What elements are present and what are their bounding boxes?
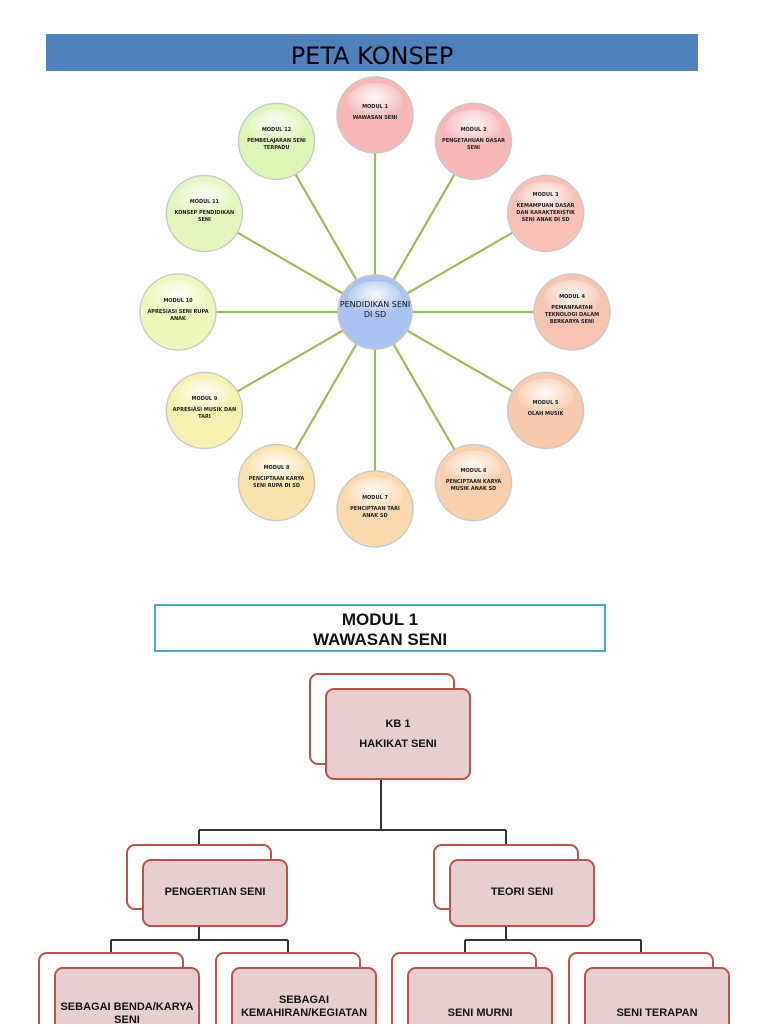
node-highlight <box>248 450 305 487</box>
node-highlight <box>517 181 574 218</box>
module-node-label: MODUL 1 WAWASAN SENI <box>343 104 407 122</box>
tree-connectors <box>110 779 642 955</box>
tree-root-line1: KB 1 <box>385 718 411 730</box>
center-highlight <box>348 281 402 315</box>
tree-root-label: KB 1 HAKIKAT SENI <box>326 718 470 751</box>
tree-leaf-seni-murni: SENI MURNI <box>447 1007 513 1019</box>
module-node-label: MODUL 5 OLAH MUSIK <box>514 400 578 418</box>
node-highlight <box>544 280 600 316</box>
module-node-number: MODUL 11 <box>189 199 220 206</box>
tree-root-line2: HAKIKAT SENI <box>359 738 437 750</box>
module-node-title: KONSEP PENDIDIKAN SENI <box>174 210 235 224</box>
node-highlight <box>176 378 233 415</box>
concept-map-nodes <box>139 76 611 548</box>
tree-leaf-seni-terapan: SENI TERAPAN <box>616 1007 698 1019</box>
module-node-label: MODUL 9 APRESIASI MUSIK DAN TARI <box>172 396 237 421</box>
tree-leaf-benda: SEBAGAI BENDA/KARYA SENI <box>60 1001 194 1026</box>
node-highlight <box>445 450 502 487</box>
module-node-label: MODUL 2 PENGETAHUAN DASAR SENI <box>442 127 506 152</box>
module-node-number: MODUL 7 <box>362 494 388 501</box>
module-node-number: MODUL 5 <box>532 399 559 406</box>
module-node-number: MODUL 4 <box>559 294 585 300</box>
node-highlight <box>347 83 403 119</box>
tree-boxes <box>38 673 730 1024</box>
module-node-title: PENCIPTAAN KARYA MUSIK ANAK SD <box>445 479 502 493</box>
node-highlight <box>248 109 305 146</box>
module-node-label: MODUL 8 PENCIPTAAN KARYA SENI RUPA DI SD <box>245 465 309 490</box>
node-highlight <box>517 378 574 415</box>
page-title: PETA KONSEP <box>46 34 698 71</box>
module-node-number: MODUL 8 <box>263 464 290 471</box>
module-node-title: WAWASAN SENI <box>352 115 398 122</box>
node-highlight <box>150 280 206 316</box>
module-node-label: MODUL 10 APRESIASI SENI RUPA ANAK <box>146 298 210 323</box>
module-node-title: APRESIASI SENI RUPA ANAK <box>147 308 209 322</box>
module-node-title: OLAH MUSIK <box>527 410 564 417</box>
tree-node-teori: TEORI SENI <box>490 886 554 898</box>
tree-node-pengertian: PENGERTIAN SENI <box>164 886 266 898</box>
module-node-title: PEMBELAJARAN SENI TERPADU <box>247 137 306 151</box>
module-node-label: MODUL 11 KONSEP PENDIDIKAN SENI <box>172 199 236 224</box>
module-heading-number: MODUL 1 <box>341 610 419 629</box>
module-node-number: MODUL 6 <box>460 468 487 475</box>
node-highlight <box>347 477 403 513</box>
tree-leaf-kemahiran: SEBAGAI KEMAHIRAN/KEGIATAN <box>240 994 368 1019</box>
center-node-label: PENDIDIKAN SENI DI SD <box>339 300 411 319</box>
module-node-label: MODUL 3 KEMAMPUAN DASAR DAN KARAKTERISTIK… <box>514 192 578 224</box>
module-node-number: MODUL 10 <box>163 297 193 304</box>
module-node-number: MODUL 3 <box>532 191 559 198</box>
module-node-label: MODUL 4 PEMANFAATAN TEKNOLOGI DALAM BERKA… <box>540 294 604 326</box>
module-node-number: MODUL 1 <box>362 104 388 111</box>
node-highlight <box>445 109 502 146</box>
module-heading-box: MODUL 1 WAWASAN SENI <box>154 604 606 652</box>
module-node-title: KEMAMPUAN DASAR DAN KARAKTERISTIK SENI A… <box>516 202 575 223</box>
module-node-label: MODUL 7 PENCIPTAAN TARI ANAK SD <box>343 495 407 520</box>
module-node-number: MODUL 2 <box>460 126 487 133</box>
module-heading-title: WAWASAN SENI <box>312 630 448 649</box>
module-node-label: MODUL 12 PEMBELAJARAN SENI TERPADU <box>245 127 309 152</box>
module-node-number: MODUL 9 <box>191 396 218 403</box>
module-node-title: PENCIPTAAN KARYA SENI RUPA DI SD <box>248 475 305 489</box>
node-highlight <box>176 181 233 218</box>
module-node-label: MODUL 6 PENCIPTAAN KARYA MUSIK ANAK SD <box>442 468 506 493</box>
module-node-title: PENGETAHUAN DASAR SENI <box>442 137 505 151</box>
module-node-title: PEMANFAATAN TEKNOLOGI DALAM BERKARYA SEN… <box>544 305 600 325</box>
module-node-number: MODUL 12 <box>261 126 292 133</box>
module-node-title: PENCIPTAAN TARI ANAK SD <box>350 505 400 519</box>
module-node-title: APRESIASI MUSIK DAN TARI <box>172 407 237 421</box>
